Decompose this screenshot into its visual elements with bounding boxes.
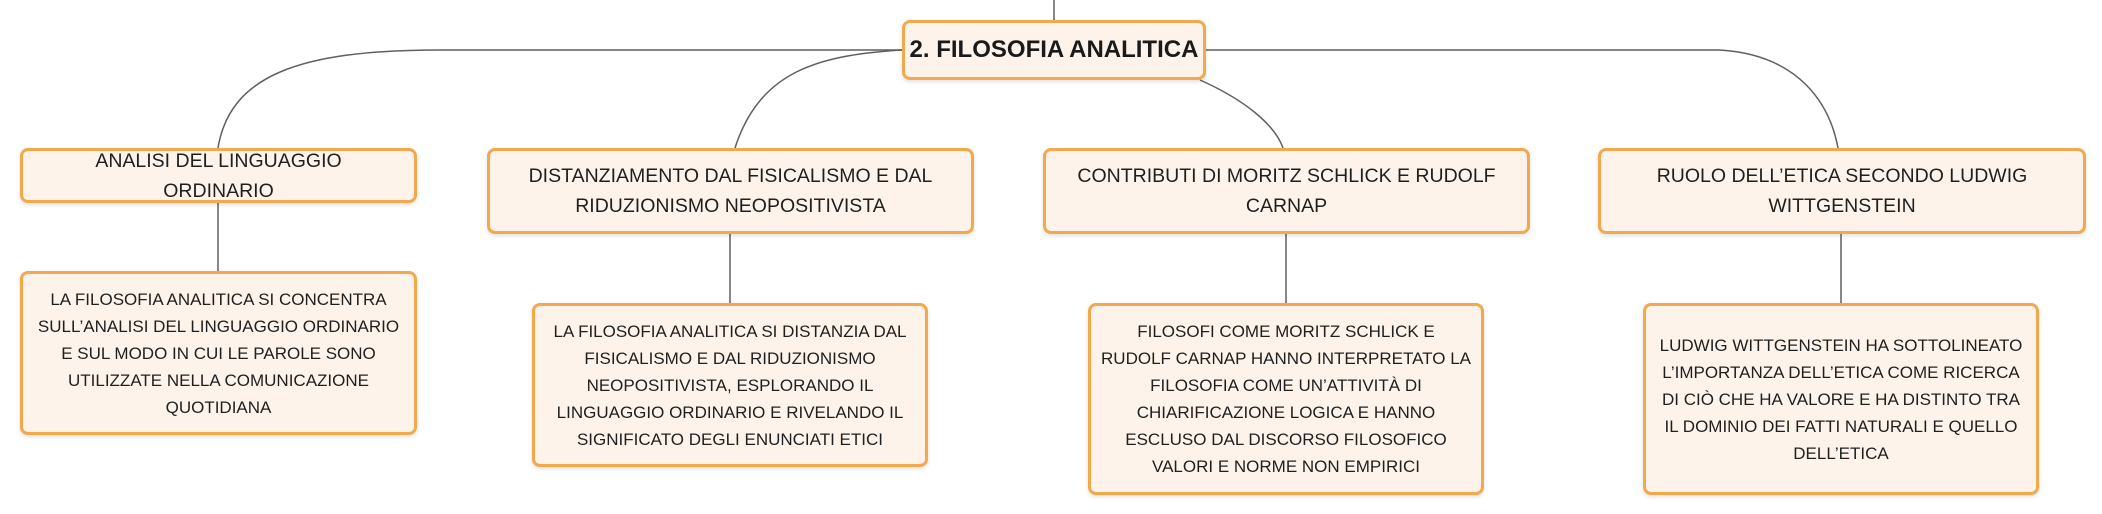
topic-node-label: RUOLO DELL’ETICA SECONDO LUDWIG WITTGENS… [1656, 165, 2028, 217]
topic-node-fisicalismo[interactable]: DISTANZIAMENTO DAL FISICALISMO E DAL RID… [487, 148, 974, 234]
connector-root-topic-1 [217, 49, 902, 149]
root-node-label: 2. FILOSOFIA ANALITICA [909, 36, 1199, 63]
detail-node-text: LA FILOSOFIA ANALITICA SI DISTANZIA DAL … [553, 321, 907, 449]
detail-node-schlick-carnap[interactable]: FILOSOFI COME MORITZ SCHLICK E RUDOLF CA… [1088, 303, 1484, 495]
detail-node-linguaggio-ordinario[interactable]: LA FILOSOFIA ANALITICA SI CONCENTRA SULL… [20, 271, 417, 435]
topic-node-schlick-carnap[interactable]: CONTRIBUTI DI MORITZ SCHLICK E RUDOLF CA… [1043, 148, 1530, 234]
detail-node-text: LUDWIG WITTGENSTEIN HA SOTTOLINEATO L’IM… [1659, 335, 2023, 463]
detail-node-fisicalismo[interactable]: LA FILOSOFIA ANALITICA SI DISTANZIA DAL … [532, 303, 928, 467]
topic-node-etica-wittgenstein[interactable]: RUOLO DELL’ETICA SECONDO LUDWIG WITTGENS… [1598, 148, 2086, 234]
detail-node-text: LA FILOSOFIA ANALITICA SI CONCENTRA SULL… [37, 289, 400, 417]
connector-root-topic-4 [1206, 49, 1839, 149]
connector-root-topic-3 [1199, 79, 1284, 149]
topic-node-linguaggio-ordinario[interactable]: ANALISI DEL LINGUAGGIO ORDINARIO [20, 148, 417, 203]
topic-node-label: DISTANZIAMENTO DAL FISICALISMO E DAL RID… [528, 165, 933, 217]
root-node[interactable]: 2. FILOSOFIA ANALITICA [902, 20, 1206, 80]
topic-node-label: CONTRIBUTI DI MORITZ SCHLICK E RUDOLF CA… [1077, 165, 1496, 217]
detail-node-etica-wittgenstein[interactable]: LUDWIG WITTGENSTEIN HA SOTTOLINEATO L’IM… [1643, 303, 2039, 495]
topic-node-label: ANALISI DEL LINGUAGGIO ORDINARIO [95, 149, 342, 202]
connector-root-topic-2 [734, 49, 903, 149]
detail-node-text: FILOSOFI COME MORITZ SCHLICK E RUDOLF CA… [1101, 322, 1471, 476]
